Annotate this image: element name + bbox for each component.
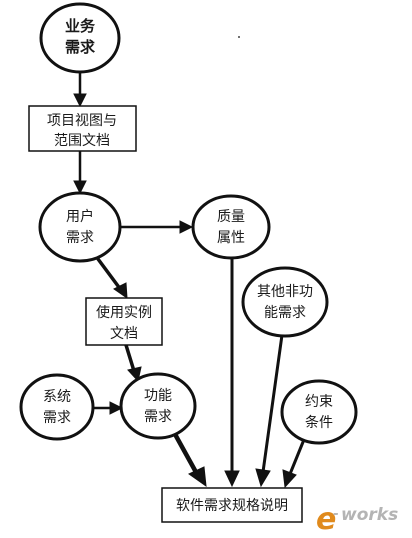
node-functional-requirements-line1: 功能 — [144, 388, 172, 404]
watermark-works-text: works — [341, 505, 398, 525]
arrowhead-constraints-to-srs — [282, 469, 297, 489]
node-functional-requirements: 功能 需求 — [119, 372, 197, 440]
node-quality-attributes: 质量 属性 — [191, 194, 271, 260]
node-srs-label: 软件需求规格说明 — [176, 498, 288, 514]
node-functional-requirements-line2: 需求 — [144, 409, 172, 425]
node-constraints-line1: 约束 — [305, 394, 333, 410]
node-software-requirements-specification: 软件需求规格说明 — [161, 487, 303, 523]
node-nonfunc-line1: 其他非功 — [257, 284, 313, 300]
arrowhead-functional-to-srs — [188, 466, 207, 488]
node-system-requirements-line2: 需求 — [43, 410, 71, 426]
edge-usecase-to-functional — [124, 343, 136, 373]
node-system-requirements: 系统 需求 — [19, 373, 95, 441]
node-system-requirements-line1: 系统 — [43, 389, 71, 405]
edge-nonfunc-to-srs — [261, 333, 284, 474]
watermark-dash: - — [333, 506, 339, 522]
node-nonfunc-line2: 能需求 — [264, 305, 306, 321]
edge-user-to-usecase — [96, 257, 123, 292]
node-constraints: 约束 条件 — [280, 379, 358, 445]
node-user-requirements-line2: 需求 — [66, 230, 94, 246]
node-use-case-document: 使用实例 文档 — [85, 297, 163, 346]
watermark-e-letter: e — [316, 502, 336, 537]
node-business-requirements: 业务 需求 — [39, 2, 121, 74]
node-user-requirements-line1: 用户 — [66, 208, 94, 225]
node-constraints-line2: 条件 — [305, 414, 333, 431]
node-business-requirements-line1: 业务 — [65, 17, 96, 35]
arrowhead-user-to-usecase — [113, 282, 128, 300]
arrowhead-user-to-quality — [179, 220, 194, 234]
edge-functional-to-srs — [173, 433, 200, 477]
node-use-case-line1: 使用实例 — [96, 304, 152, 321]
stray-dot — [238, 36, 240, 38]
node-other-nonfunctional-requirements: 其他非功 能需求 — [241, 266, 329, 338]
node-business-requirements-line2: 需求 — [65, 38, 96, 56]
edge-constraints-to-srs — [288, 440, 305, 476]
node-quality-attributes-line1: 质量 — [217, 209, 245, 225]
node-user-requirements: 用户 需求 — [38, 191, 122, 263]
node-vision-scope-document: 项目视图与 范围文档 — [28, 105, 137, 152]
arrowhead-quality-to-srs — [224, 470, 240, 488]
arrowhead-system-to-functional — [109, 401, 124, 415]
arrowhead-nonfunc-to-srs — [255, 468, 271, 488]
node-use-case-line2: 文档 — [110, 326, 138, 342]
watermark-logo: e - works — [316, 502, 398, 537]
arrowhead-business-to-vision — [73, 93, 87, 108]
node-vision-scope-line1: 项目视图与 — [47, 113, 117, 129]
node-vision-scope-line2: 范围文档 — [54, 132, 110, 149]
arrowhead-vision-to-user — [73, 180, 87, 195]
node-quality-attributes-line2: 属性 — [217, 230, 245, 246]
